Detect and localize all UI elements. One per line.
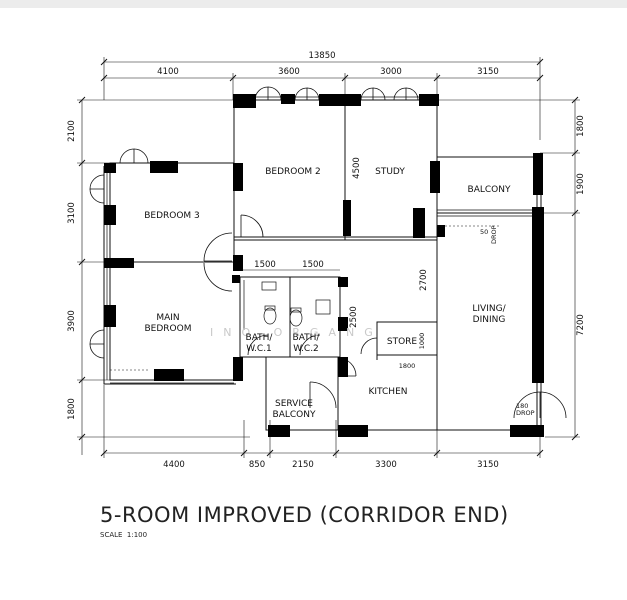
dim-bottom-3: 2150	[292, 460, 314, 470]
top-strip	[0, 0, 627, 8]
room-kitchen: KITCHEN	[369, 387, 408, 397]
dim-bath1-width: 1500	[254, 260, 276, 270]
dim-top-4: 3150	[477, 67, 499, 77]
dim-left-4: 1800	[67, 398, 77, 420]
scale-note: SCALE 1:100	[100, 531, 147, 539]
dimension-lines	[77, 57, 580, 458]
dim-store-width: 1800	[399, 362, 416, 370]
dim-top-2: 3600	[278, 67, 300, 77]
dim-top-total: 13850	[308, 51, 335, 61]
door-swings	[89, 86, 567, 419]
room-living-line2: DINING	[473, 315, 506, 325]
room-bath-1-line2: W.C.1	[246, 344, 272, 354]
dim-bottom-4: 3300	[375, 460, 397, 470]
dim-living-height: 2700	[419, 269, 429, 291]
room-bath-2-line2: W.C.2	[293, 344, 319, 354]
dim-bath-height: 2500	[349, 306, 359, 328]
dim-bath2-width: 1500	[302, 260, 324, 270]
dim-bottom-5: 3150	[477, 460, 499, 470]
room-bath-1-line1: BATH/	[246, 333, 274, 343]
drop-balcony-value: 50	[480, 228, 488, 236]
dim-right-3: 7200	[576, 314, 586, 336]
columns	[104, 94, 544, 437]
room-bedroom-3: BEDROOM 3	[144, 211, 200, 221]
dim-bottom-2: 850	[249, 460, 265, 470]
room-service-balcony-line2: BALCONY	[273, 410, 316, 420]
room-main-bedroom-line1: MAIN	[156, 313, 179, 323]
dim-left-2: 3100	[67, 202, 77, 224]
dashed-marks	[110, 225, 500, 371]
room-bedroom-2: BEDROOM 2	[265, 167, 321, 177]
dim-left-1: 2100	[67, 120, 77, 142]
watermark: INO ORGANG	[210, 326, 383, 339]
dimension-ticks	[78, 58, 579, 457]
dim-left-3: 3900	[67, 310, 77, 332]
bath-fixtures	[243, 280, 331, 330]
room-living-line1: LIVING/	[472, 304, 506, 314]
drop-entry-label: DROP	[516, 409, 535, 417]
drop-entry-value: 180	[516, 402, 528, 410]
room-bath-2-line1: BATH/	[293, 333, 321, 343]
scale-value: 1:100	[126, 531, 148, 539]
room-study: STUDY	[375, 167, 405, 177]
dim-top-1: 4100	[157, 67, 179, 77]
room-balcony: BALCONY	[468, 185, 511, 195]
drop-balcony-label: DROP	[490, 225, 498, 244]
dim-right-1: 1800	[576, 115, 586, 137]
dim-right-2: 1900	[576, 173, 586, 195]
scale-label: SCALE	[100, 531, 123, 539]
dim-store-height: 1000	[418, 333, 426, 350]
room-store: STORE	[387, 337, 418, 347]
plan-title: 5-ROOM IMPROVED (CORRIDOR END)	[100, 503, 509, 527]
dim-study-height: 4500	[352, 157, 362, 179]
dim-top-3: 3000	[380, 67, 402, 77]
dim-bottom-1: 4400	[163, 460, 185, 470]
room-main-bedroom-line2: BEDROOM	[145, 324, 192, 334]
room-service-balcony-line1: SERVICE	[275, 399, 313, 409]
